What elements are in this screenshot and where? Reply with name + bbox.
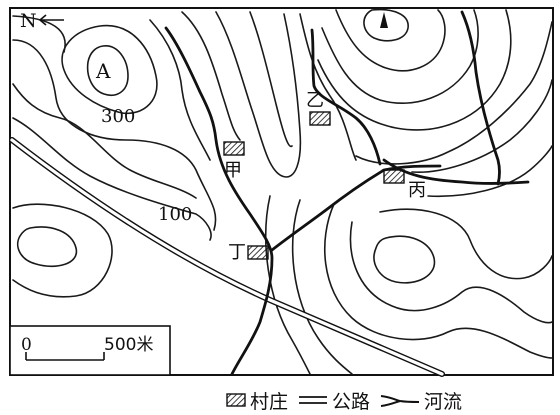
river-tributary [270, 164, 442, 252]
contour-line [324, 203, 553, 359]
contour-line [12, 117, 212, 241]
contour-line [16, 226, 78, 268]
contour-line [291, 199, 353, 375]
legend-label-road: 公路 [332, 390, 371, 413]
contour-line [249, 11, 293, 148]
legend-label-village: 村庄 [250, 390, 289, 413]
road-symbol-icon [299, 396, 328, 404]
contour-line [86, 45, 129, 96]
legend-item-village: 村庄 [226, 387, 288, 414]
contour-line [363, 8, 409, 42]
legend-label-river: 河流 [424, 390, 463, 413]
contour-line [299, 13, 357, 161]
contour-line [215, 11, 302, 178]
contour-lines [12, 8, 553, 375]
contour-line [181, 11, 241, 141]
contour-label-100: 100 [158, 204, 192, 225]
scale-end: 500米 [104, 335, 153, 355]
contour-line [379, 208, 553, 280]
road [9, 137, 445, 377]
map-frame [9, 7, 554, 376]
contour-line [12, 83, 197, 199]
village-label: 甲 [224, 160, 242, 181]
river-tributary [460, 10, 501, 186]
legend-item-road: 公路 [298, 387, 370, 414]
contour-line [61, 24, 158, 115]
contour-line [265, 195, 311, 375]
contour-line [12, 39, 217, 231]
north-arrow: N [20, 10, 64, 32]
peak-marker [380, 12, 388, 28]
river-symbol-icon [380, 395, 420, 407]
village-label: 乙 [306, 90, 324, 111]
contour-line [321, 9, 479, 104]
contour-line [411, 79, 553, 174]
contour-line [349, 221, 553, 324]
contour-line [427, 145, 553, 198]
contour-line [149, 19, 211, 161]
village-bing: 丙 [383, 169, 426, 201]
village-label: 丁 [228, 242, 246, 263]
village-jia: 甲 [223, 141, 245, 181]
contour-line [355, 21, 553, 165]
village-ding: 丁 [228, 242, 269, 263]
contour-line [317, 9, 512, 131]
scale-start: 0 [21, 335, 32, 355]
village-symbol-icon [226, 393, 246, 407]
river-main [164, 26, 274, 376]
contour-line [335, 9, 446, 72]
legend-item-river: 河流 [380, 387, 462, 414]
contour-line [12, 203, 113, 298]
legend: 村庄 公路 河流 [226, 387, 556, 413]
village-label: 丙 [408, 180, 426, 201]
contour-line [12, 15, 66, 53]
peak-label: A [95, 59, 111, 83]
river-tributary [310, 28, 382, 166]
north-label: N [20, 10, 37, 32]
contour-line [373, 235, 436, 284]
village-yi: 乙 [306, 90, 331, 126]
scale-bar: 0 500米 [9, 325, 171, 376]
contour-label-300: 300 [101, 106, 135, 127]
